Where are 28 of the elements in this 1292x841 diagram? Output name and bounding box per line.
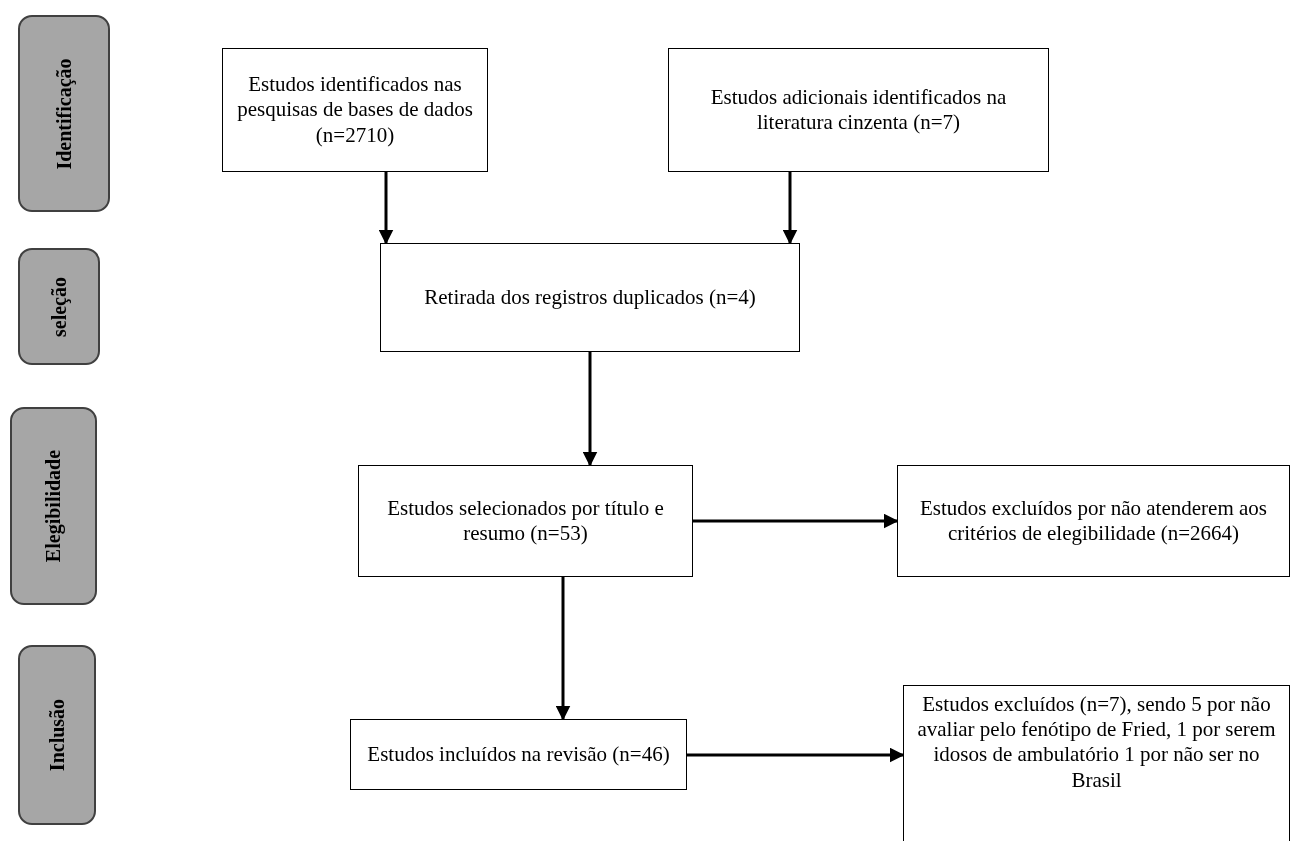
arrow (693, 513, 899, 529)
arrow (378, 172, 394, 245)
stage-text: Elegibilidade (41, 449, 66, 563)
stage-tab (18, 248, 100, 365)
stage-text: seleção (47, 276, 71, 337)
stage-text: Identificação (52, 57, 76, 170)
process-box (222, 48, 488, 172)
process-box (358, 465, 693, 577)
box-text: Estudos identificados nas pesquisas de bases de dados (n=2710) (236, 72, 474, 148)
box-text: Retirada dos registros duplicados (n=4) (424, 284, 756, 311)
stage-tab (10, 407, 97, 605)
box-text: Estudos adicionais identificados na literatura cinzenta (n=7) (709, 84, 1008, 136)
box-text: Estudos incluídos na revisão (n=46) (367, 741, 670, 768)
process-box (903, 685, 1290, 841)
box-text: Estudos excluídos (n=7), sendo 5 por não avaliar pelo fenótipo de Fried, 1 por serem idosos de ambulatório 1 por não ser no Brasil (916, 692, 1277, 793)
process-box (668, 48, 1049, 172)
box-text: Estudos selecionados por título e resumo (n=53) (386, 495, 665, 547)
process-box (350, 719, 687, 790)
box-text: Estudos excluídos por não atenderem aos critérios de elegibilidade (n=2664) (919, 495, 1268, 547)
arrow (782, 172, 798, 245)
stage-tab (18, 15, 110, 212)
arrow (555, 577, 571, 721)
arrow (582, 352, 598, 467)
stage-text: Inclusão (45, 698, 69, 772)
stage-tab (18, 645, 96, 825)
process-box (897, 465, 1290, 577)
process-box (380, 243, 800, 352)
arrow (687, 747, 905, 763)
